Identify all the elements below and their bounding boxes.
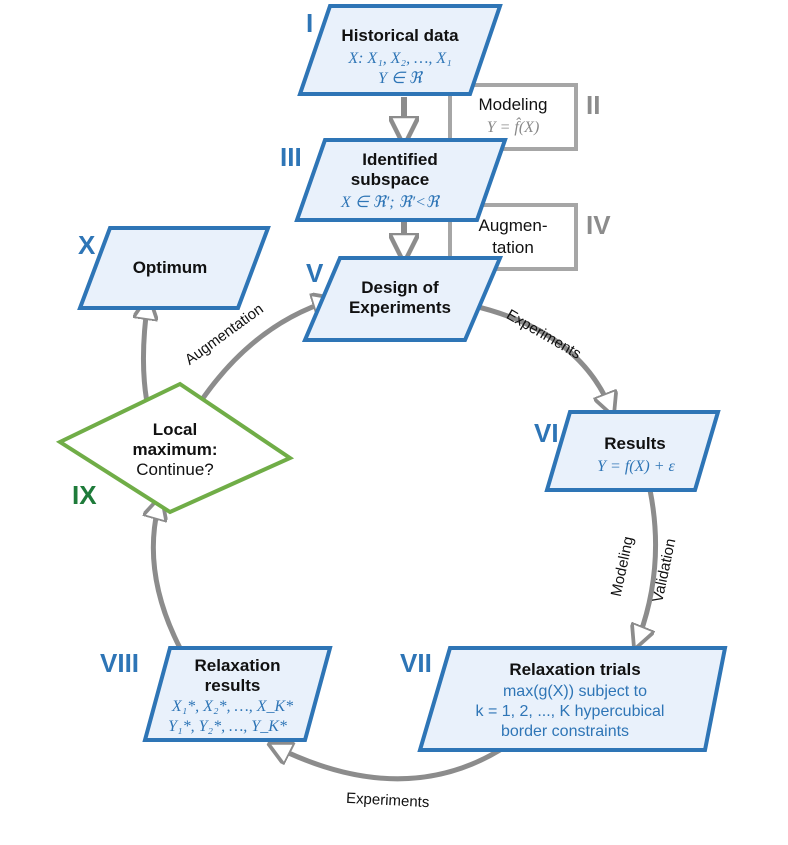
- numeral-iv: IV: [586, 210, 611, 240]
- box-identified-subspace: [294, 138, 508, 222]
- optimum-title: Optimum: [132, 258, 208, 277]
- diamond-local-maximum: [55, 381, 295, 515]
- historical-data-x-vars: X: X₁, X₂, …, X₁: [348, 50, 452, 67]
- relaxation-results-title-2: results: [204, 676, 261, 695]
- augmentation-box-line-2: tation: [492, 238, 534, 257]
- numeral-i: I: [306, 8, 314, 38]
- historical-data-y-domain: Y ∈ ℜ: [378, 70, 422, 87]
- arrow-viii-to-ix: [153, 500, 183, 650]
- design-of-experiments-title-1: Design of: [361, 278, 439, 297]
- arrow-v-to-vi: [469, 302, 612, 412]
- local-maximum-question: Continue?: [136, 460, 214, 479]
- arrow-vii-to-viii: [272, 745, 502, 782]
- relaxation-trials-objective: max(g(X)) subject to: [502, 683, 648, 700]
- modeling-box-title: Modeling: [478, 95, 548, 114]
- results-title: Results: [604, 434, 666, 453]
- relaxation-trials-border: border constraints: [500, 723, 630, 740]
- numeral-vii: VII: [400, 648, 432, 678]
- relaxation-trials-title: Relaxation trials: [509, 660, 641, 679]
- box-results: [544, 410, 721, 492]
- numeral-ix: IX: [72, 480, 97, 510]
- relaxation-results-x-star: X₁*, X₂*, …, X_K*: [171, 698, 294, 715]
- relaxation-results-title-1: Relaxation: [194, 656, 281, 675]
- identified-subspace-title-2: subspace: [350, 170, 430, 189]
- box-historical-data: [297, 4, 503, 96]
- box-relaxation-trials: [417, 646, 728, 752]
- box-design-of-experiments: [301, 256, 504, 342]
- design-of-experiments-title-2: Experiments: [348, 298, 452, 317]
- box-optimum: [77, 226, 271, 310]
- augmentation-box-line-1: Augmen-: [478, 216, 548, 235]
- modeling-box-formula: Y = f̂(X): [486, 119, 540, 136]
- arrow-vi-to-vii: [636, 489, 659, 645]
- numeral-ii: II: [586, 90, 601, 120]
- box-relaxation-results: [142, 646, 333, 742]
- connectors: [143, 97, 659, 782]
- local-maximum-title-1: Local: [152, 420, 198, 439]
- arrow-ix-to-v: [192, 300, 332, 412]
- numeral-iii: III: [280, 142, 302, 172]
- numeral-x: X: [78, 230, 96, 260]
- results-formula: Y = f(X) + ε: [597, 458, 675, 475]
- numeral-vi: VI: [534, 418, 559, 448]
- local-maximum-title-2: maximum:: [132, 440, 218, 459]
- historical-data-title: Historical data: [341, 26, 459, 45]
- numeral-v: V: [306, 258, 324, 288]
- relaxation-trials-constraints: k = 1, 2, ..., K hypercubical: [475, 703, 665, 720]
- relaxation-results-y-star: Y₁*, Y₂*, …, Y_K*: [168, 718, 287, 735]
- identified-subspace-title-1: Identified: [362, 150, 438, 169]
- numeral-viii: VIII: [100, 648, 140, 678]
- identified-subspace-formula: X ∈ ℜ′; ℜ′<ℜ: [341, 194, 439, 211]
